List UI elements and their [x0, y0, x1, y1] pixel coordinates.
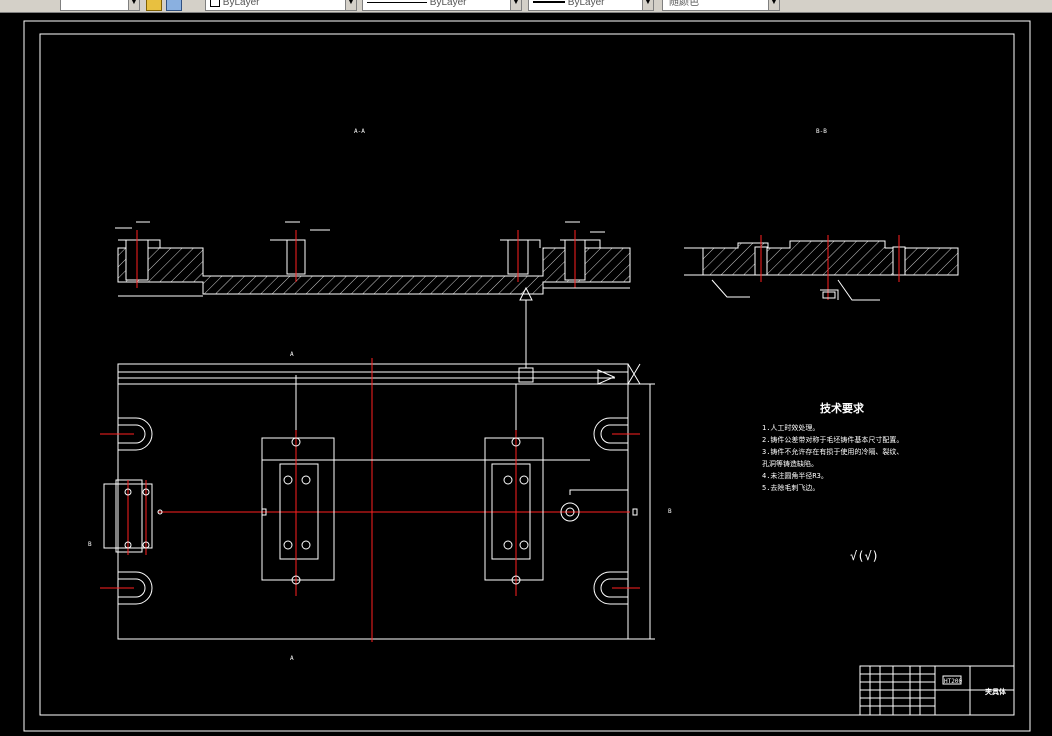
section-marker-b-left: B — [88, 541, 92, 548]
color-swatch-icon — [210, 0, 220, 8]
section-bb-view — [684, 235, 959, 301]
title-block-name: 夹具体 — [985, 687, 1007, 696]
chevron-down-icon: ▼ — [345, 0, 356, 10]
layer-manager-icon[interactable] — [146, 0, 162, 11]
tech-item-5: 4.未注圆角半径R3。 — [762, 471, 828, 480]
section-aa-view — [115, 221, 631, 368]
lineweight-preview-icon — [533, 1, 565, 4]
lineweight-value: ByLayer — [567, 0, 605, 8]
chevron-down-icon: ▼ — [128, 0, 139, 10]
plan-view — [100, 358, 655, 642]
section-aa-label: A-A — [354, 128, 365, 135]
tech-item-1: 1.人工时效处理。 — [762, 423, 819, 432]
chevron-down-icon: ▼ — [642, 0, 653, 10]
tech-item-6: 5.去除毛刺飞边。 — [762, 483, 819, 492]
chevron-down-icon: ▼ — [510, 0, 521, 10]
color-value: ByLayer — [222, 0, 260, 8]
plotstyle-dropdown[interactable]: 随颜色 ▼ — [662, 0, 780, 11]
layers-stack-icon[interactable] — [166, 0, 182, 11]
title-block-code: HT200 — [944, 678, 962, 685]
section-bb-label: B-B — [816, 128, 827, 135]
outer-frame — [23, 20, 1031, 732]
lineweight-dropdown[interactable]: ByLayer ▼ — [528, 0, 654, 11]
tech-requirements-title: 技术要求 — [820, 401, 865, 415]
plotstyle-value: 随颜色 — [669, 0, 699, 8]
layer-dropdown[interactable]: ▼ — [60, 0, 140, 11]
section-marker-a-top: A — [290, 351, 294, 358]
linetype-value: ByLayer — [429, 0, 467, 8]
linetype-dropdown[interactable]: ByLayer ▼ — [362, 0, 522, 11]
title-block — [859, 665, 1015, 716]
section-marker-b-right: B — [668, 508, 672, 515]
linetype-preview-icon — [367, 1, 427, 3]
tech-item-4: 孔洞等铸造缺陷。 — [762, 459, 818, 468]
tech-item-3: 3.铸件不允许存在有损于使用的冷隔、裂纹、 — [762, 447, 903, 456]
color-dropdown[interactable]: ByLayer ▼ — [205, 0, 357, 11]
roughness-note: √(√) — [850, 549, 879, 563]
inner-frame — [39, 33, 1015, 716]
drawing-canvas[interactable]: A-A B-B — [0, 13, 1052, 736]
chevron-down-icon: ▼ — [768, 0, 779, 10]
section-marker-a-bottom: A — [290, 655, 294, 662]
tech-item-2: 2.铸件公差带对称于毛坯铸件基本尺寸配置。 — [762, 435, 903, 444]
properties-toolbar: ▼ ByLayer ▼ ByLayer ▼ ByLayer ▼ 随颜色 ▼ — [0, 0, 1052, 13]
